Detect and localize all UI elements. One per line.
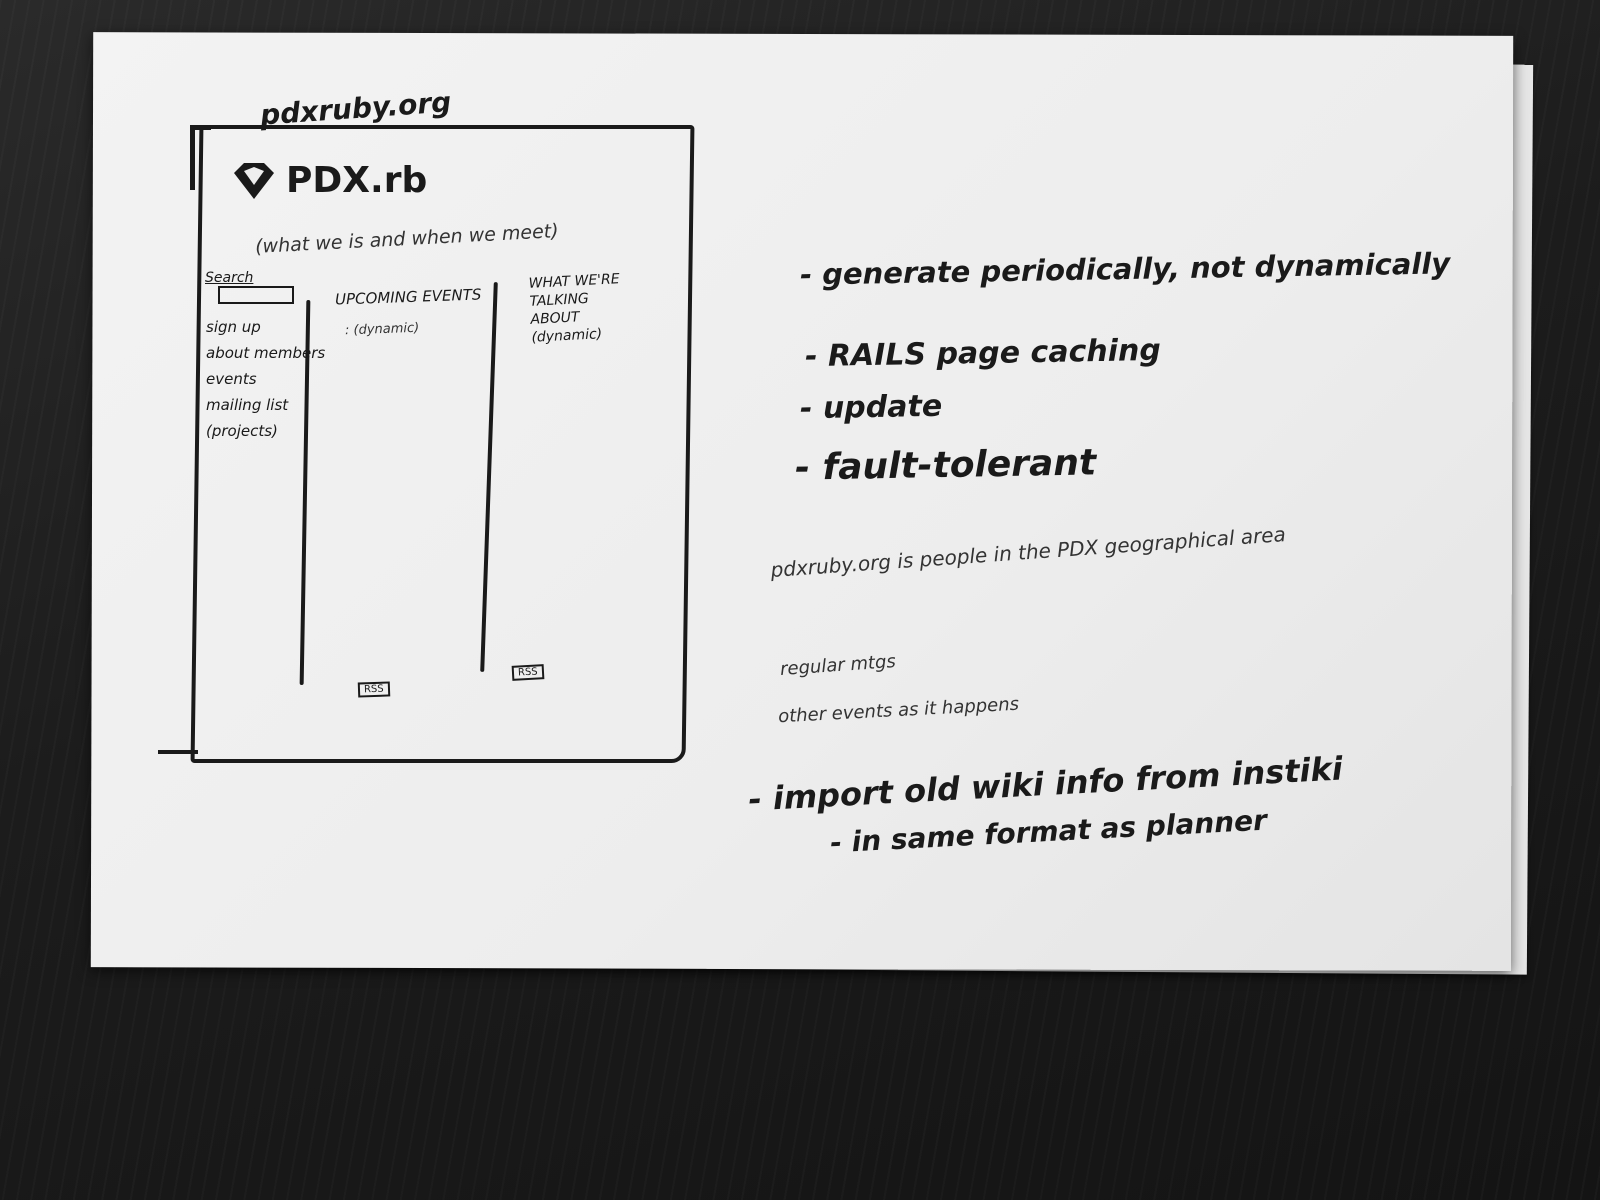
rss-button-events: RSS bbox=[357, 681, 390, 698]
note-fault-tolerant: - fault-tolerant bbox=[794, 442, 1097, 489]
sketch-logo: PDX.rb bbox=[230, 160, 427, 201]
logo-text: PDX.rb bbox=[286, 160, 428, 201]
search-label: Search bbox=[205, 270, 254, 286]
talking-heading: WHAT WE'RE TALKING ABOUT (dynamic) bbox=[528, 271, 621, 346]
sketch-nav: sign up about members events mailing lis… bbox=[206, 318, 325, 448]
rss-button-talking: RSS bbox=[511, 664, 545, 681]
nav-item-sign-up: sign up bbox=[206, 318, 261, 336]
search-input-sketch bbox=[218, 286, 294, 304]
frame-bottom-mark bbox=[158, 750, 198, 754]
nav-item-events: events bbox=[206, 370, 257, 388]
events-dynamic-note: : (dynamic) bbox=[344, 320, 420, 339]
frame-corner-mark bbox=[190, 125, 211, 190]
note-page-caching: - RAILS page caching bbox=[804, 332, 1162, 375]
nav-item-mailing-list: mailing list bbox=[206, 396, 289, 414]
note-update: - update bbox=[799, 388, 943, 427]
nav-item-projects: (projects) bbox=[206, 422, 278, 440]
nav-item-about-members: about members bbox=[206, 344, 326, 362]
ruby-gem-icon bbox=[234, 162, 274, 199]
